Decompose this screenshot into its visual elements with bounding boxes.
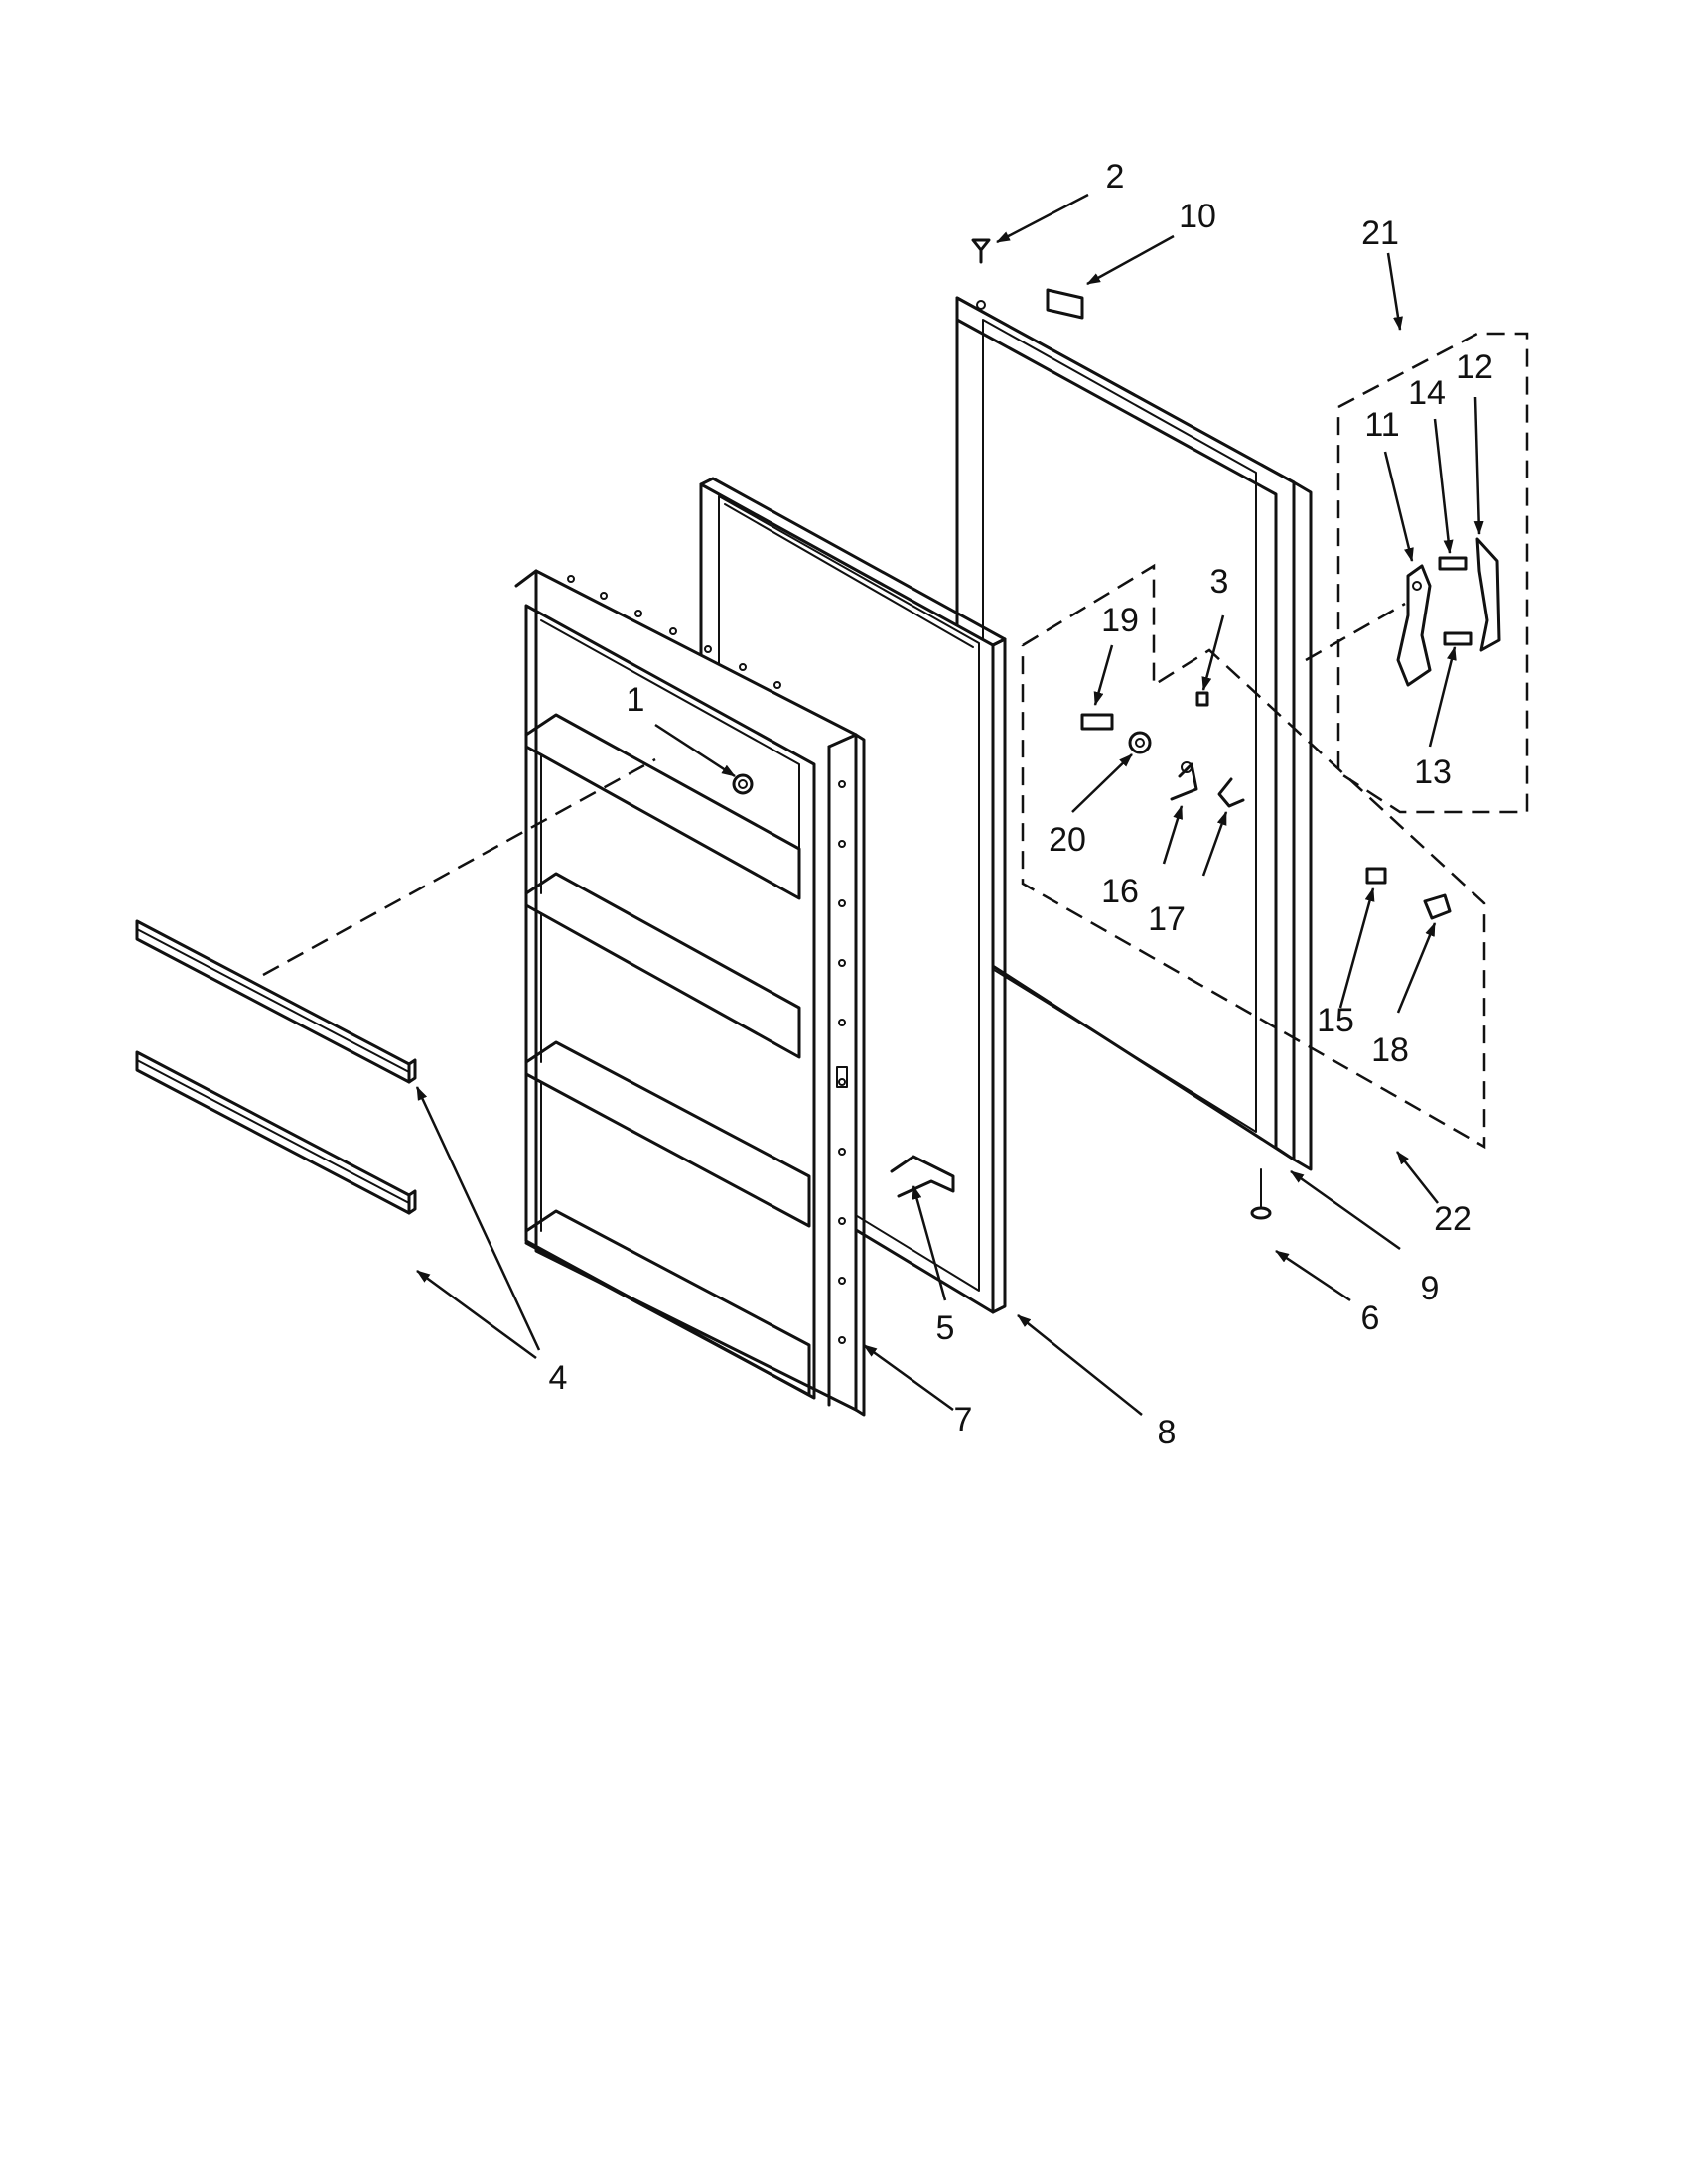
liner-mounting-holes xyxy=(567,575,848,1344)
screw-part-1 xyxy=(732,773,754,795)
handle-part-15 xyxy=(1365,867,1387,885)
callout-1: 1 xyxy=(627,681,645,719)
callout-6: 6 xyxy=(1361,1299,1380,1337)
shelf-retainer-bars xyxy=(135,919,417,1215)
alignment-line-right xyxy=(1305,602,1406,662)
callout-5: 5 xyxy=(936,1309,955,1347)
callout-10: 10 xyxy=(1179,198,1216,235)
callout-20: 20 xyxy=(1049,821,1086,859)
callout-3: 3 xyxy=(1210,563,1229,601)
callout-17: 17 xyxy=(1148,900,1186,938)
plug-part-3 xyxy=(1195,691,1209,707)
callout-15: 15 xyxy=(1317,1002,1354,1039)
screw-part-2 xyxy=(971,238,991,264)
callout-7: 7 xyxy=(954,1401,973,1438)
hinge-part-11 xyxy=(1396,564,1432,687)
callout-2: 2 xyxy=(1106,158,1125,196)
callout-11: 11 xyxy=(1364,406,1399,444)
callout-14: 14 xyxy=(1408,374,1446,412)
callout-19: 19 xyxy=(1101,602,1139,639)
hinge-bracket-part-12 xyxy=(1475,537,1501,652)
screw-part-19 xyxy=(1080,713,1114,731)
callout-12: 12 xyxy=(1456,348,1493,386)
callout-8: 8 xyxy=(1158,1414,1177,1451)
callout-9: 9 xyxy=(1421,1270,1440,1307)
nut-part-6 xyxy=(1250,1168,1272,1220)
callout-22: 22 xyxy=(1434,1200,1472,1238)
handle-kit-group-box-22 xyxy=(1021,563,1486,1150)
leader-arrows xyxy=(415,193,1484,1416)
callout-18: 18 xyxy=(1371,1031,1409,1069)
latch-part-16 xyxy=(1170,761,1198,801)
callout-16: 16 xyxy=(1101,873,1139,910)
washer-part-20 xyxy=(1128,731,1152,754)
callout-13: 13 xyxy=(1414,753,1452,791)
bracket-part-5 xyxy=(890,1155,955,1198)
hinge-screw-part-13 xyxy=(1443,631,1473,646)
callout-labels: 1 2 3 4 5 6 7 8 9 10 11 12 13 14 15 16 1… xyxy=(549,158,1493,1451)
hinge-screw-part-14 xyxy=(1438,556,1468,571)
callout-21: 21 xyxy=(1361,214,1399,252)
alignment-line-left xyxy=(262,757,656,977)
clip-part-17 xyxy=(1217,777,1245,808)
callout-4: 4 xyxy=(549,1359,568,1397)
cap-part-18 xyxy=(1423,893,1452,920)
label-part-10 xyxy=(1046,288,1084,320)
